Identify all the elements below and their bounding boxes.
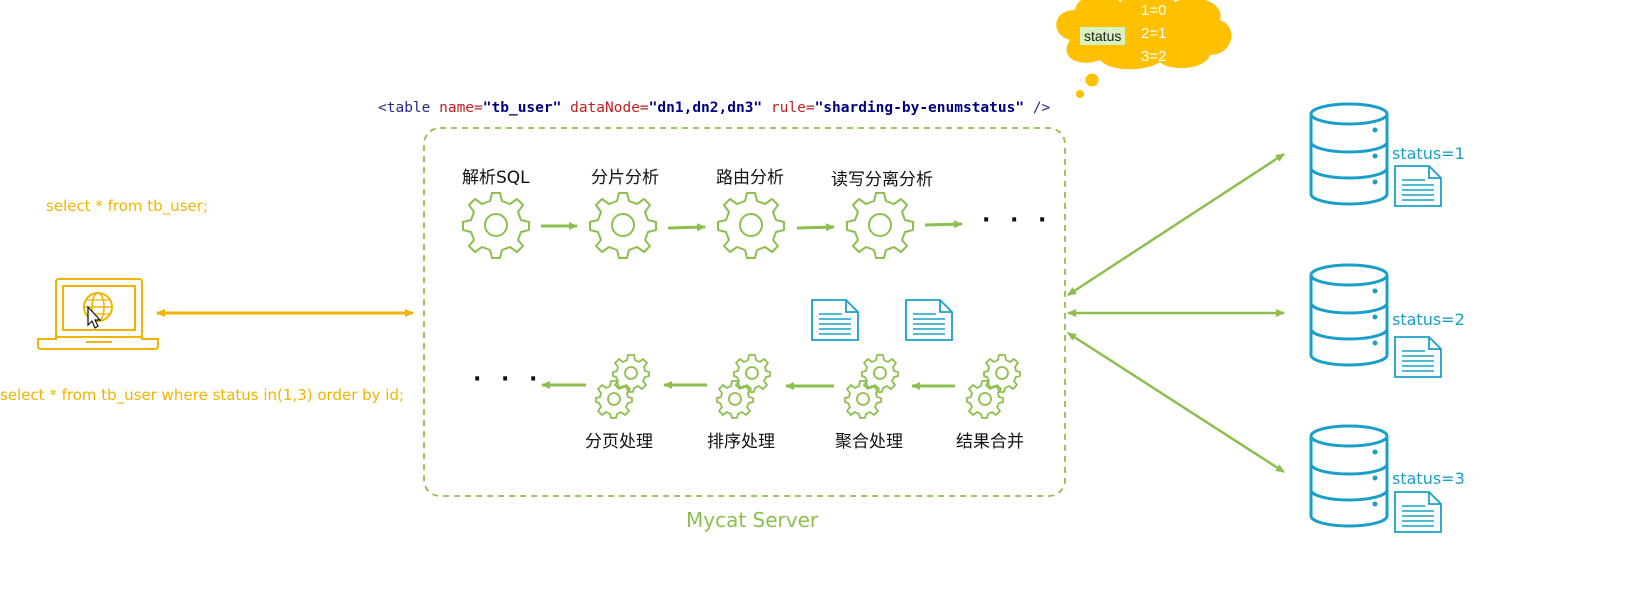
config-name-value: "tb_user" xyxy=(482,100,562,116)
route-arrow-dn3 xyxy=(1067,331,1285,474)
query-filtered: select * from tb_user where status in(1,… xyxy=(0,386,405,404)
mycat-server-box xyxy=(423,127,1066,497)
document-icon xyxy=(1394,336,1442,378)
cloud-mapping-2: 2=1 xyxy=(1141,25,1167,42)
cloud-mapping-1: 1=0 xyxy=(1141,2,1167,19)
gear-icon xyxy=(462,192,530,259)
double-gear-icon xyxy=(595,354,650,419)
cloud-mapping-3: 3=2 xyxy=(1141,48,1167,65)
database-icon xyxy=(1309,424,1389,528)
gear-icon xyxy=(717,192,785,259)
node-label-1: status=1 xyxy=(1392,144,1465,163)
gear-icon xyxy=(589,192,657,259)
route-arrow-dn1 xyxy=(1067,152,1285,297)
step-parse-sql: 解析SQL xyxy=(462,168,530,188)
flow-arrow xyxy=(796,223,835,232)
node-label-2: status=2 xyxy=(1392,310,1465,329)
top-continuation: · · · xyxy=(982,208,1053,233)
database-icon xyxy=(1309,263,1389,367)
query-simple: select * from tb_user; xyxy=(46,197,208,215)
flow-arrow xyxy=(924,220,963,229)
document-icon xyxy=(1394,491,1442,533)
config-name-attr: name= xyxy=(439,100,483,116)
laptop-globe-icon xyxy=(37,278,159,350)
double-gear-icon xyxy=(966,354,1021,419)
config-datanode-value: "dn1,dn2,dn3" xyxy=(648,100,763,116)
double-gear-icon xyxy=(844,354,899,419)
bottom-continuation: · · · xyxy=(473,367,544,392)
flow-arrow xyxy=(667,223,706,232)
config-rule-value: "sharding-by-enumstatus" xyxy=(814,100,1025,116)
config-rule-attr: rule= xyxy=(770,100,815,116)
config-open: <table xyxy=(378,100,431,116)
double-gear-icon xyxy=(716,354,771,419)
step-shard-analysis: 分片分析 xyxy=(591,168,659,188)
database-icon xyxy=(1309,102,1389,206)
cloud-status-key: status xyxy=(1080,27,1126,45)
step-route-analysis: 路由分析 xyxy=(716,168,784,188)
step-rw-split-analysis: 读写分离分析 xyxy=(831,170,933,190)
step-aggregation: 聚合处理 xyxy=(835,432,903,452)
document-icon xyxy=(1394,165,1442,207)
document-icon xyxy=(905,299,953,341)
table-config-line: <table name="tb_user" dataNode="dn1,dn2,… xyxy=(378,100,1050,116)
step-sorting: 排序处理 xyxy=(707,432,775,452)
server-title: Mycat Server xyxy=(686,508,819,532)
document-icon xyxy=(811,299,859,341)
step-merge-results: 结果合并 xyxy=(956,432,1024,452)
cloud-callout xyxy=(1056,0,1232,98)
node-label-3: status=3 xyxy=(1392,469,1465,488)
config-datanode-attr: dataNode= xyxy=(570,100,649,116)
gear-icon xyxy=(846,192,914,259)
cursor-icon xyxy=(87,305,102,329)
step-paging: 分页处理 xyxy=(585,432,653,452)
config-close: /> xyxy=(1032,100,1051,116)
